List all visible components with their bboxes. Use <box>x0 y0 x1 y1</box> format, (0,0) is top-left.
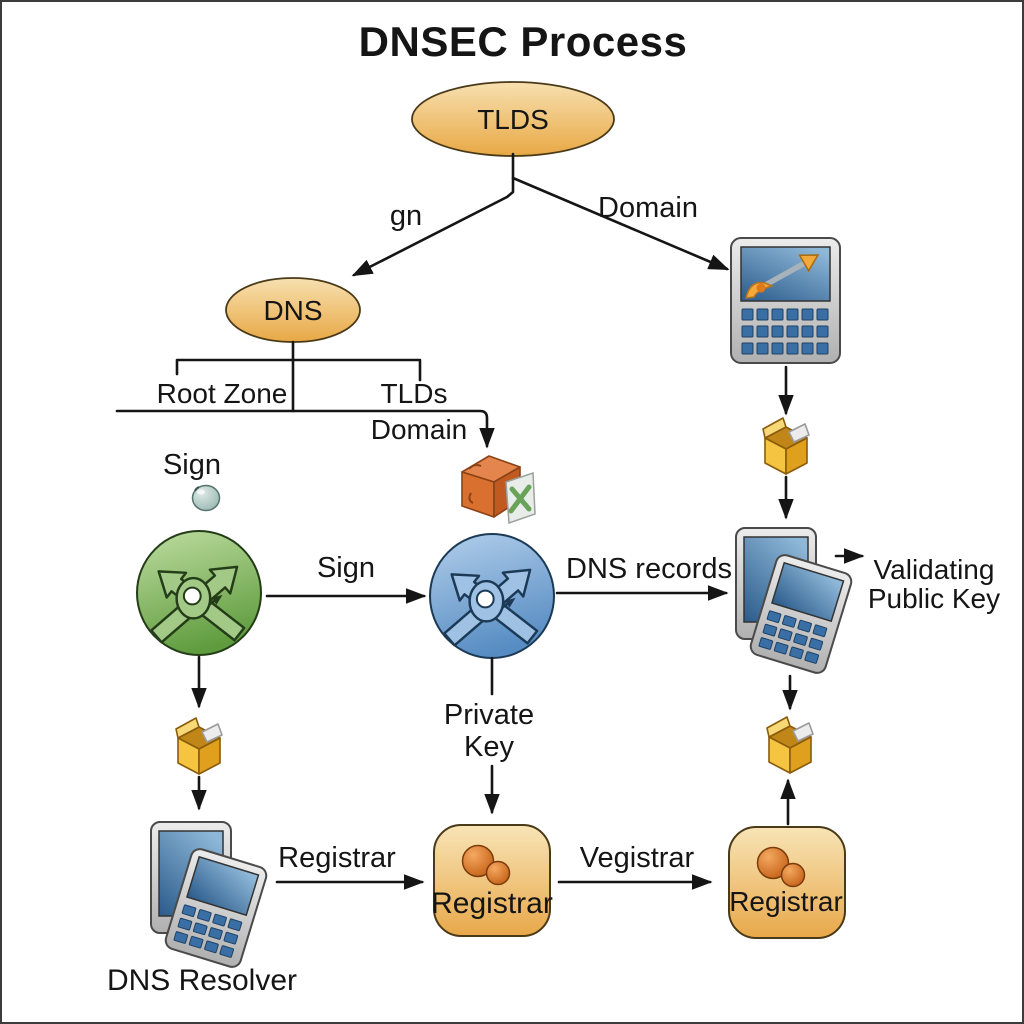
edge-gn-arrow <box>351 152 515 277</box>
sphere-icon <box>191 484 221 512</box>
node-dns-label: DNS <box>263 295 322 326</box>
device-pair-icon <box>150 821 270 971</box>
edge-domain-top-arrow <box>511 176 730 271</box>
edge-domain-top-label: Domain <box>598 192 698 224</box>
package-box-icon <box>762 417 810 475</box>
cube-x-icon <box>461 455 536 525</box>
dart-arrow-icon <box>745 254 820 299</box>
node-sign-key-label: Sign <box>163 449 221 481</box>
orange-spheres-icon <box>728 826 846 939</box>
edge-dns-records-label: DNS records <box>566 553 732 585</box>
edge-registrar-label: Registrar <box>278 842 396 874</box>
node-tlds-label: TLDS <box>477 104 549 135</box>
validating-public-key-label-line1: Validating <box>874 554 995 585</box>
registrar-right-box <box>728 826 846 939</box>
page-title: DNSEC Process <box>359 18 688 65</box>
package-box-icon <box>175 717 223 775</box>
calculator-keys <box>741 308 829 355</box>
edge-gn-label: gn <box>390 200 422 232</box>
edge-private-key-label-line1: Private <box>444 699 534 731</box>
edge-private-key-label-line2: Key <box>464 731 514 763</box>
device-pair-icon <box>735 527 855 677</box>
node-tlds-sub-label: TLDs <box>381 378 448 409</box>
edge-sign-label: Sign <box>317 552 375 584</box>
edge-domain-sub-label: Domain <box>371 414 467 445</box>
validating-public-key-label-line2: Public Key <box>868 583 1000 614</box>
edge-vegistrar-label: Vegistrar <box>580 842 695 874</box>
node-dns-resolver-label: DNS Resolver <box>107 964 297 997</box>
dns-branch-bracket <box>175 358 422 382</box>
node-registrar-right-label: Registrar <box>729 886 843 917</box>
node-registrar-mid-label: Registrar <box>431 887 553 920</box>
package-box-icon <box>766 716 814 774</box>
node-root-zone-label: Root Zone <box>157 378 288 409</box>
calculator-icon <box>730 237 841 364</box>
edge-domain-sub-arrow <box>115 409 495 449</box>
